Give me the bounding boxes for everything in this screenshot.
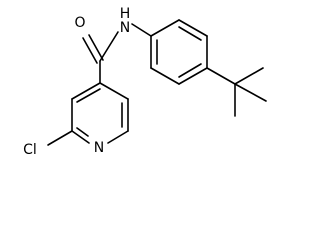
n-aryl-bond <box>131 23 152 37</box>
ring-nitrogen-label: N <box>94 140 104 156</box>
amide-c-n-bond <box>99 31 119 62</box>
pyridine-bond-6 <box>71 82 101 100</box>
pyridine-bond-4 <box>71 130 90 144</box>
amide-n-label: N <box>120 20 130 36</box>
pyridine-ring <box>47 82 129 146</box>
carbonyl-bond-b <box>88 34 104 61</box>
pyridine-bond-4-inner <box>76 127 89 137</box>
phenyl-bond-3 <box>178 67 208 85</box>
carbonyl-bond-a <box>82 37 98 64</box>
pyridine-bond-6-inner <box>76 88 101 103</box>
amide-h-label: H <box>120 6 131 22</box>
pyridine-bond-1 <box>99 82 129 100</box>
phenyl-bond-3-inner <box>178 63 202 78</box>
pyridine-bond-3 <box>107 130 129 144</box>
oxygen-label: O <box>74 15 85 31</box>
methyl-bond-right <box>234 83 267 102</box>
phenyl-bond-5 <box>178 19 208 37</box>
phenyl-bond-5-inner <box>178 26 202 41</box>
methyl-bond-up <box>234 67 264 85</box>
amide-group <box>82 23 152 84</box>
aryl-quaternary-bond <box>206 67 236 85</box>
phenyl-bond-6 <box>150 19 180 37</box>
chlorine-label: Cl <box>23 142 37 158</box>
c-cl-bond <box>47 130 73 146</box>
chemical-structure: O H N N Cl <box>23 6 267 158</box>
tert-butyl-group <box>206 67 267 117</box>
phenyl-ring <box>150 19 208 85</box>
phenyl-bond-2 <box>150 67 180 85</box>
